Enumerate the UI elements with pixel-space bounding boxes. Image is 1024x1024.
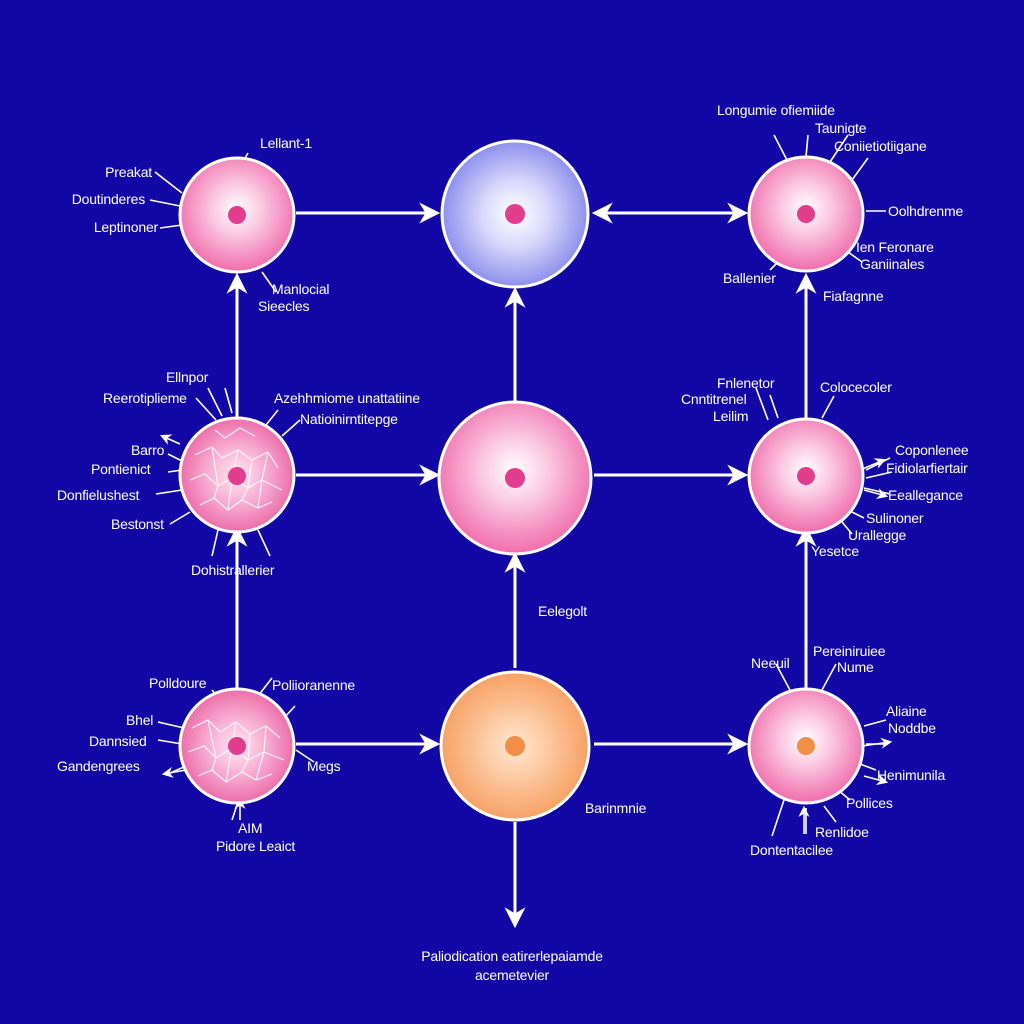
connector-arrows	[226, 202, 817, 929]
cell-mid-right	[747, 417, 865, 535]
cell-top-center	[440, 139, 590, 289]
cell-bottom-right	[747, 687, 865, 805]
cell-bottom-left	[178, 687, 296, 805]
cell-mid-left	[178, 416, 296, 534]
cell-top-right	[747, 155, 865, 273]
cell-mid-center	[437, 400, 593, 556]
cell-bottom-center	[439, 670, 591, 822]
cell-top-left	[178, 156, 296, 274]
